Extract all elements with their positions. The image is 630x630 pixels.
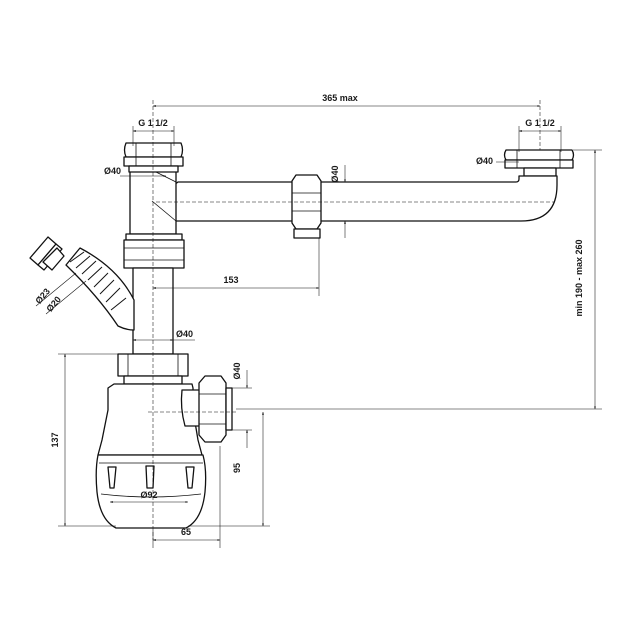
siphon-bottle xyxy=(95,383,207,529)
dimension-lines xyxy=(35,105,602,548)
dim-inlet-right-diameter: Ø40 xyxy=(476,156,493,166)
bottle-outlet xyxy=(180,375,233,443)
branch-coupling-nut xyxy=(291,174,322,239)
dim-outlet-height: 95 xyxy=(232,463,242,473)
dim-overall-width: 365 max xyxy=(322,93,358,103)
side-hose-connector xyxy=(65,247,135,331)
dim-outlet-diameter: Ø40 xyxy=(232,362,242,379)
horizontal-branch-pipe xyxy=(151,175,558,222)
dim-bottle-offset: 65 xyxy=(181,527,191,537)
dim-inlet-left-diameter: Ø40 xyxy=(104,166,121,176)
dim-branch-offset: 153 xyxy=(223,275,238,285)
left-inlet-nut xyxy=(123,142,184,173)
dim-total-height: 137 xyxy=(50,432,60,447)
hose-end-cap xyxy=(29,236,65,271)
right-inlet-nut xyxy=(503,149,575,177)
center-axes xyxy=(148,100,555,540)
dim-tube-diameter: Ø40 xyxy=(176,329,193,339)
dim-thread-right: G 1 1/2 xyxy=(525,118,555,128)
dim-height-range: min 190 - max 260 xyxy=(574,239,584,316)
dim-thread-left: G 1 1/2 xyxy=(138,118,168,128)
vertical-coupling-nut xyxy=(123,233,185,269)
dim-branch-diameter: Ø40 xyxy=(330,165,340,182)
dim-bottle-diameter: Ø92 xyxy=(140,490,157,500)
